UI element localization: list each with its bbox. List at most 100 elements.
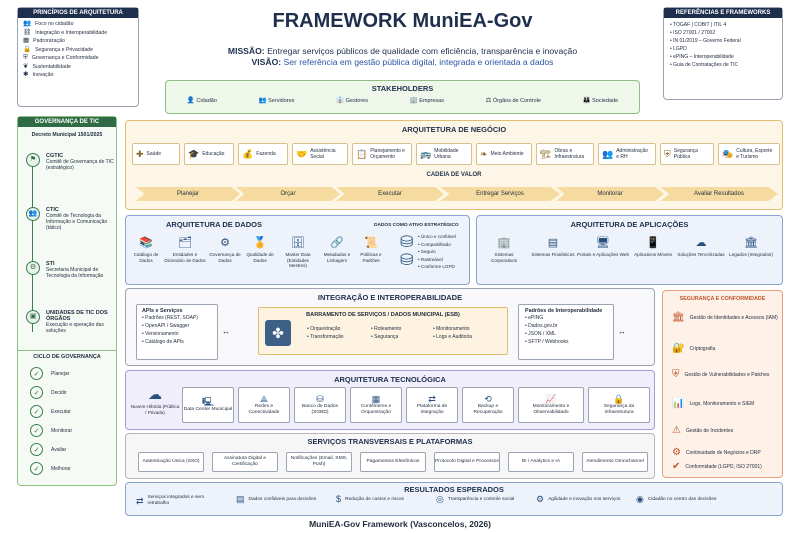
security-item: 🔐Criptografia <box>672 343 716 354</box>
security-item: ⚙Continuidade de Negócios e DRP <box>672 447 761 458</box>
asset-item: Seguro <box>418 248 456 256</box>
reference-item: TOGAF | COBIT | ITIL 4 <box>670 21 776 29</box>
esb-item: Roteamento <box>371 325 401 333</box>
esb-item: Orquestração <box>307 325 344 333</box>
principle-item: Segurança e Privacidade <box>35 46 94 53</box>
value-chain-step: Entregar Serviços <box>440 187 560 201</box>
check-icon: ✓ <box>30 443 43 456</box>
reference-item: LGPD <box>670 45 776 53</box>
asset-item: Compartilhado <box>418 241 456 249</box>
governance-icon: ⚙ <box>220 237 230 249</box>
app-arch-header: ARQUITETURA DE APLICAÇÕES <box>570 220 689 229</box>
backup-icon: ⟲ <box>484 393 492 404</box>
finance-icon: 💰 <box>242 148 254 159</box>
business-header: ARQUITETURA DE NEGÓCIO <box>401 125 507 134</box>
esb-box: BARRAMENTO DE SERVIÇOS / DADOS MUNICIPAL… <box>258 307 508 355</box>
figure-caption: MuniEA-Gov Framework (Vasconcelos, 2026) <box>309 519 491 529</box>
page-title: FRAMEWORK MuniEA-Gov <box>272 10 533 32</box>
governance-header: GOVERNANÇA DE TIC <box>18 117 116 127</box>
decree-label: Decreto Municipal 1501/2025 <box>31 132 103 138</box>
encryption-icon: 🔐 <box>672 343 685 354</box>
api-item: Padrões (REST, SOAP) <box>142 314 198 322</box>
asset-item: Único e confiável <box>418 233 456 241</box>
business-card: 💰Fazenda <box>238 143 288 165</box>
api-item: OpenAPI / Swagger <box>142 322 198 330</box>
social-icon: 🤝 <box>296 148 308 159</box>
business-card: ❧Meio Ambiente <box>476 143 532 165</box>
tech-item: 🔒Segurança da Infraestrutura <box>588 387 650 423</box>
mission-text: Entregar serviços públicos de qualidade … <box>267 46 578 56</box>
data-item: 🗄Master Data (Entidades Mestres) <box>285 237 311 269</box>
incident-icon: ⚠ <box>672 425 681 436</box>
bulb-icon: ✱ <box>23 71 29 78</box>
transversal-item: Autenticação Única (SSO) <box>138 452 204 472</box>
governance-connector <box>32 157 33 332</box>
transparency-icon: ◎ <box>436 494 444 504</box>
business-panel: ARQUITETURA DE NEGÓCIO ✚Saúde 🎓Educação … <box>125 120 783 210</box>
tech-item: ⟲Backup e Recuperação <box>462 387 514 423</box>
esb-header: BARRAMENTO DE SERVIÇOS / DADOS MUNICIPAL… <box>306 312 460 318</box>
value-chain-step: Avaliar Resultados <box>660 187 778 201</box>
iam-icon: 🏛 <box>672 312 685 323</box>
database-icon: ⛁⛁ <box>400 234 414 269</box>
transversal-header: SERVIÇOS TRANSVERSAIS E PLATAFORMAS <box>307 437 473 446</box>
lock-icon: 🔒 <box>613 393 625 404</box>
units-icon: ▣ <box>26 310 40 324</box>
value-chain-step: Monitorar <box>556 187 664 201</box>
data-item: 🗂Entidades e Dicionário de Dados <box>164 237 206 263</box>
gear-icon: ⚙ <box>26 261 40 275</box>
reference-item: ePING – Interoperabilidade <box>670 53 776 61</box>
outsourced-icon: ☁ <box>695 237 707 249</box>
cycle-step: ✓Monitorar <box>30 421 72 440</box>
api-item: Versionamento <box>142 330 198 338</box>
references-header: REFERÊNCIAS E FRAMEWORKS <box>664 8 782 18</box>
security-icon: ⛨ <box>664 148 671 159</box>
cycle-step: ✓Executar <box>30 402 72 421</box>
agility-icon: ⚙ <box>536 494 545 504</box>
tech-item: ⟁Redes e Conectividade <box>238 387 290 423</box>
results-header: RESULTADOS ESPERADOS <box>404 485 504 494</box>
check-icon: ✓ <box>30 424 43 437</box>
result-item: ◎Transparência e controle social <box>436 494 515 504</box>
esb-item: Transformação <box>307 333 343 341</box>
tech-header: ARQUITETURA TECNOLÓGICA <box>334 375 446 384</box>
governance-panel: GOVERNANÇA DE TIC Decreto Municipal 1501… <box>17 116 117 486</box>
stakeholder-item: 👪 Sociedade <box>582 97 619 104</box>
standard-item: SFTP / Webhooks <box>525 338 568 346</box>
continuity-icon: ⚙ <box>672 447 681 458</box>
masterdata-icon: 🗄 <box>291 237 305 249</box>
business-card: 🚌Mobilidade Urbana <box>416 143 472 165</box>
security-panel: SEGURANÇA E CONFORMIDADE <box>662 290 783 478</box>
bidirectional-arrow-icon: ↔ <box>222 327 230 336</box>
result-item: ▤Dados confiáveis para decisões <box>236 494 317 504</box>
vision-label: VISÃO: <box>251 57 282 67</box>
results-panel: RESULTADOS ESPERADOS ⇄Serviços integrado… <box>125 482 783 516</box>
stakeholder-item: 👔 Gestores <box>336 97 368 104</box>
mobile-icon: 📱 <box>646 237 660 249</box>
database-icon: ⛁ <box>316 393 324 404</box>
app-item: 📱Aplicativos Móveis <box>634 237 672 258</box>
app-item: ☁Soluções Terceirizadas <box>677 237 725 258</box>
reference-item: ISO 27001 / 27002 <box>670 29 776 37</box>
value-chain-step: Orçar <box>236 187 340 201</box>
value-chain-header: CADEIA DE VALOR <box>426 172 482 178</box>
principle-item: Foco no cidadão <box>35 21 74 28</box>
planning-icon: 📋 <box>356 148 368 159</box>
business-card: 🎓Educação <box>184 143 234 165</box>
legacy-icon: 🏛 <box>744 237 758 249</box>
asset-item: Rastreável <box>418 256 456 264</box>
committee-icon: ⚑ <box>26 153 40 167</box>
stakeholder-item: 👥 Servidores <box>258 97 295 104</box>
admin-icon: 👥 <box>602 148 614 159</box>
standard-item: ePING <box>525 314 569 322</box>
api-item: Catálogo de APIs <box>142 338 198 346</box>
check-icon: ✓ <box>30 386 43 399</box>
puzzle-icon: ✤ <box>265 320 291 346</box>
network-icon: ⟁ <box>259 393 269 404</box>
building-icon: 🏢 <box>409 97 418 104</box>
cloud-icon: ☁ <box>148 386 162 402</box>
security-item: ⚠Gestão de Incidentes <box>672 425 734 436</box>
business-card: 🎭Cultura, Esporte e Turismo <box>718 143 780 165</box>
